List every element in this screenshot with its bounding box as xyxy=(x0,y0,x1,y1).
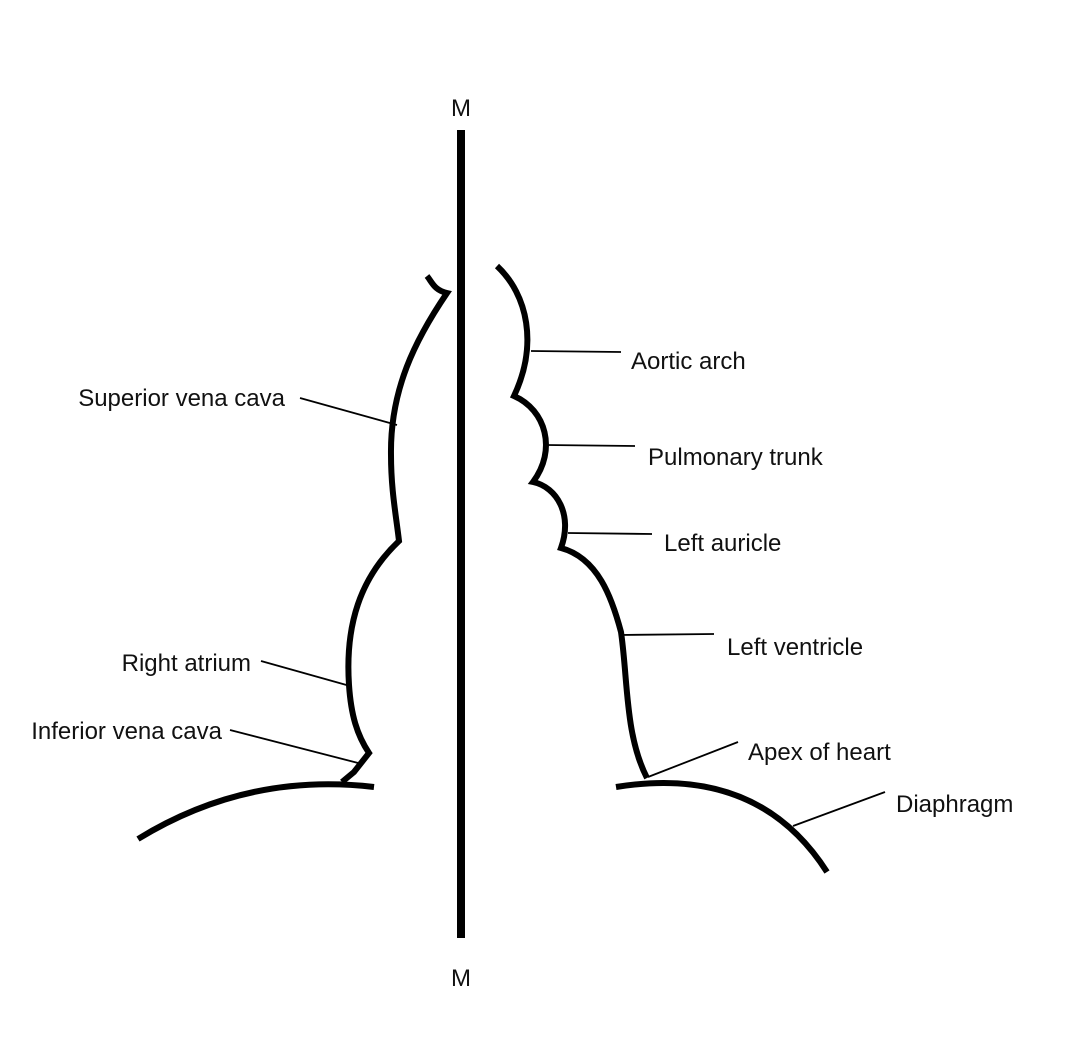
leader-superior-vena-cava xyxy=(299,397,398,426)
diaphragm-left-curve xyxy=(136,781,375,842)
label-left-auricle: Left auricle xyxy=(664,530,781,557)
left-heart-border xyxy=(494,263,650,780)
leader-inferior-vena-cava xyxy=(229,729,363,765)
label-inferior-vena-cava: Inferior vena cava xyxy=(31,718,222,745)
leader-diaphragm xyxy=(792,791,886,827)
median-line-bottom-label: M xyxy=(451,965,471,992)
right-heart-border xyxy=(340,274,452,785)
label-superior-vena-cava: Superior vena cava xyxy=(78,385,285,412)
label-pulmonary-trunk: Pulmonary trunk xyxy=(648,444,824,471)
diaphragm-right-curve xyxy=(615,779,830,874)
median-line-top-label: M xyxy=(451,95,471,122)
leader-pulmonary-trunk xyxy=(545,444,636,447)
label-right-atrium: Right atrium xyxy=(122,650,251,677)
leader-aortic-arch xyxy=(530,350,622,353)
label-aortic-arch: Aortic arch xyxy=(631,348,746,375)
leader-left-auricle xyxy=(567,532,653,535)
leader-right-atrium xyxy=(260,660,351,687)
leader-apex-of-heart xyxy=(647,741,739,778)
label-diaphragm: Diaphragm xyxy=(896,791,1013,818)
label-left-ventricle: Left ventricle xyxy=(727,634,863,661)
leader-left-ventricle xyxy=(618,633,715,636)
label-apex-of-heart: Apex of heart xyxy=(748,739,891,766)
